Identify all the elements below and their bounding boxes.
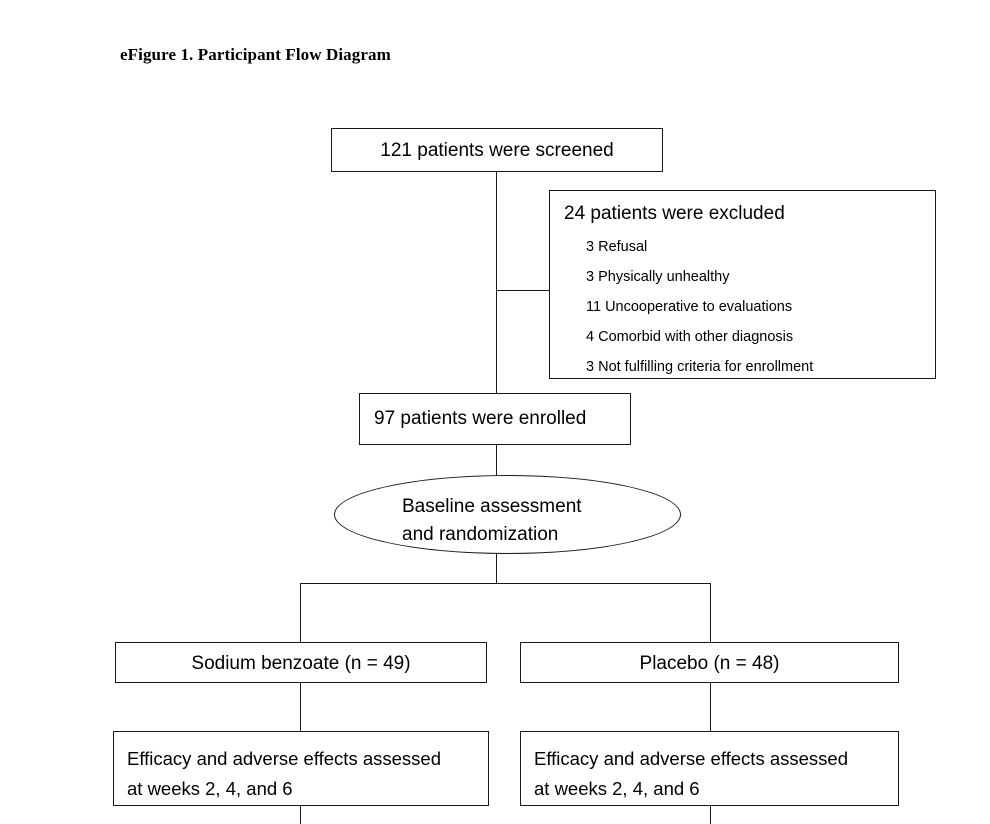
node-baseline-line1: Baseline assessment xyxy=(402,496,582,517)
connector-split-to-arm-left xyxy=(300,583,301,643)
node-screened: 121 patients were screened xyxy=(331,128,663,172)
connector-screened-to-enrolled xyxy=(496,172,497,393)
node-assessment-left: Efficacy and adverse effects assessed at… xyxy=(113,731,489,806)
node-baseline-line2: and randomization xyxy=(402,524,559,545)
connector-assess-left-continues xyxy=(300,806,301,824)
node-arm-sodium-benzoate-label: Sodium benzoate (n = 49) xyxy=(191,653,411,674)
list-item: 11 Uncooperative to evaluations xyxy=(586,299,793,315)
node-assessment-left-line1: Efficacy and adverse effects assessed xyxy=(127,748,441,769)
node-assessment-right: Efficacy and adverse effects assessed at… xyxy=(520,731,899,806)
node-arm-placebo: Placebo (n = 48) xyxy=(520,642,899,683)
connector-arm-left-to-assess-left xyxy=(300,683,301,732)
connector-split-bar xyxy=(300,583,710,584)
connector-arm-right-to-assess-right xyxy=(710,683,711,732)
node-arm-placebo-label: Placebo (n = 48) xyxy=(639,653,780,674)
node-excluded: 24 patients were excluded 3 Refusal 3 Ph… xyxy=(549,190,936,379)
connector-baseline-to-split xyxy=(496,551,497,583)
node-assessment-right-line1: Efficacy and adverse effects assessed xyxy=(534,748,848,769)
page-title: eFigure 1. Participant Flow Diagram xyxy=(120,45,391,64)
node-baseline-label: Baseline assessment and randomization xyxy=(402,493,582,549)
list-item: 3 Refusal xyxy=(586,239,648,255)
node-excluded-title: 24 patients were excluded xyxy=(564,203,785,224)
list-item: 3 Not fulfilling criteria for enrollment xyxy=(586,359,814,375)
node-assessment-right-label: Efficacy and adverse effects assessed at… xyxy=(534,744,848,804)
connector-enrolled-to-baseline xyxy=(496,445,497,478)
list-item: 4 Comorbid with other diagnosis xyxy=(586,329,794,345)
node-assessment-left-line2: at weeks 2, 4, and 6 xyxy=(127,778,293,799)
exclusion-reason-list: 3 Refusal 3 Physically unhealthy 11 Unco… xyxy=(586,232,813,382)
connector-assess-right-continues xyxy=(710,806,711,824)
node-enrolled: 97 patients were enrolled xyxy=(359,393,631,445)
node-enrolled-label: 97 patients were enrolled xyxy=(374,408,587,429)
node-assessment-right-line2: at weeks 2, 4, and 6 xyxy=(534,778,700,799)
node-assessment-left-label: Efficacy and adverse effects assessed at… xyxy=(127,744,441,804)
connector-trunk-to-excluded xyxy=(496,290,550,291)
list-item: 3 Physically unhealthy xyxy=(586,269,730,285)
node-baseline-randomization: Baseline assessment and randomization xyxy=(334,475,681,554)
node-arm-sodium-benzoate: Sodium benzoate (n = 49) xyxy=(115,642,487,683)
connector-split-to-arm-right xyxy=(710,583,711,643)
node-screened-label: 121 patients were screened xyxy=(380,140,614,161)
